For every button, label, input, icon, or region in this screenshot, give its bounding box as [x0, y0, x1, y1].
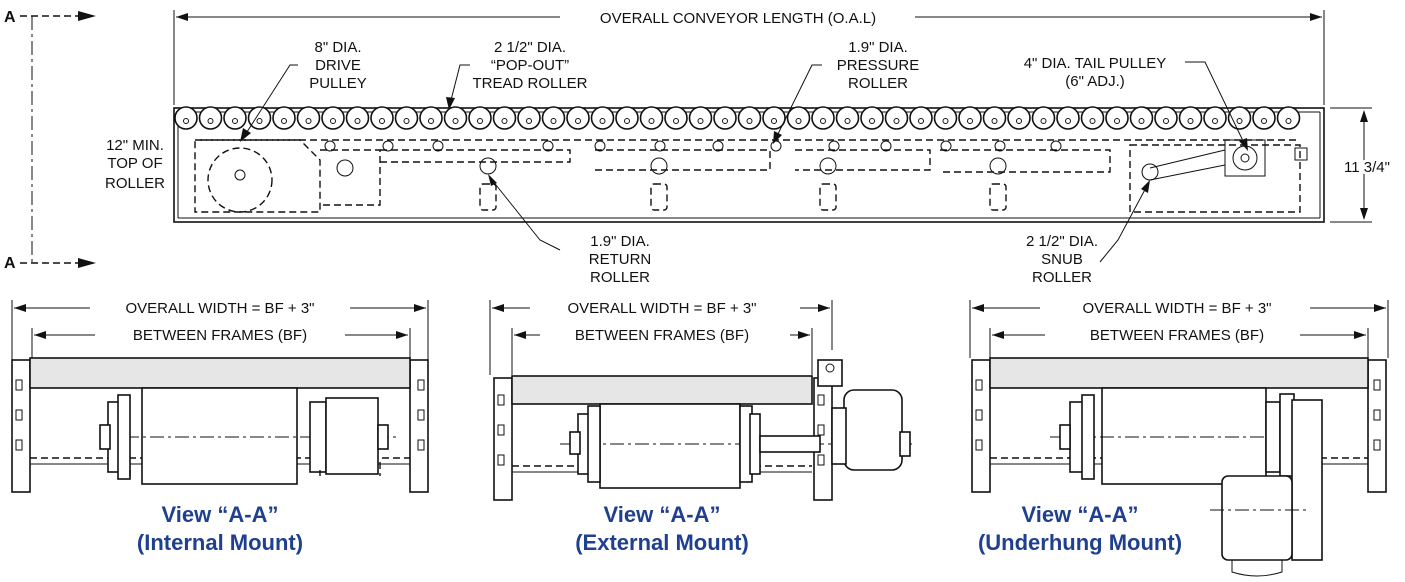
- pressure-roller: [542, 140, 554, 152]
- underhung-overall-width: OVERALL WIDTH = BF + 3": [1083, 300, 1272, 317]
- return-roller: [989, 157, 1007, 175]
- tail-pulley-line1: 4" DIA. TAIL PULLEY: [1024, 55, 1167, 72]
- pressure-roller: [712, 140, 724, 152]
- pressure-roller: [940, 140, 952, 152]
- pressure-roller: [1050, 140, 1062, 152]
- tread-roller-line1: 2 1/2" DIA.: [494, 39, 566, 56]
- return-roller-line3: ROLLER: [590, 269, 650, 286]
- section-view-external: OVERALL WIDTH = BF + 3" BETWEEN FRAMES (…: [489, 300, 912, 555]
- return-roller-line1: 1.9" DIA.: [590, 233, 650, 250]
- underhung-between-frames: BETWEEN FRAMES (BF): [1090, 327, 1264, 344]
- frame-height-label: 11 3/4": [1344, 159, 1390, 176]
- drive-pulley-line3: PULLEY: [309, 75, 367, 92]
- pressure-roller: [654, 140, 666, 152]
- pressure-roller-line1: 1.9" DIA.: [848, 39, 908, 56]
- snub-roller-line3: ROLLER: [1032, 269, 1092, 286]
- pressure-roller: [594, 140, 606, 152]
- section-marker-bottom-letter: A: [4, 255, 16, 272]
- side-view: OVERALL CONVEYOR LENGTH (O.A.L): [105, 10, 1393, 286]
- drive-pulley-line1: 8" DIA.: [314, 39, 361, 56]
- pressure-roller: [994, 140, 1006, 152]
- internal-caption-line2: (Internal Mount): [137, 530, 303, 555]
- external-between-frames: BETWEEN FRAMES (BF): [575, 327, 749, 344]
- external-caption-line2: (External Mount): [575, 530, 749, 555]
- min-height-line2: TOP OF: [107, 155, 162, 172]
- pressure-roller-line3: ROLLER: [848, 75, 908, 92]
- section-view-internal: OVERALL WIDTH = BF + 3" BETWEEN FRAMES (…: [11, 300, 429, 555]
- svg-text:11 3/4": 11 3/4": [1344, 159, 1390, 176]
- overall-length-label: OVERALL CONVEYOR LENGTH (O.A.L): [600, 10, 876, 27]
- internal-between-frames: BETWEEN FRAMES (BF): [133, 327, 307, 344]
- internal-overall-width: OVERALL WIDTH = BF + 3": [126, 300, 315, 317]
- pressure-roller: [828, 140, 840, 152]
- min-height-line3: ROLLER: [105, 175, 165, 192]
- underhung-caption-line2: (Underhung Mount): [978, 530, 1182, 555]
- pressure-roller: [382, 140, 394, 152]
- external-overall-width: OVERALL WIDTH = BF + 3": [568, 300, 757, 317]
- tail-pulley-line2: (6" ADJ.): [1065, 73, 1125, 90]
- snub-roller-line1: 2 1/2" DIA.: [1026, 233, 1098, 250]
- return-roller-line2: RETURN: [589, 251, 652, 268]
- snub-roller-line2: SNUB: [1041, 251, 1083, 268]
- pressure-roller: [880, 140, 892, 152]
- section-marker: A A: [4, 9, 96, 272]
- min-height-line1: 12" MIN.: [106, 137, 164, 154]
- section-marker-top-letter: A: [4, 9, 16, 26]
- drive-pulley-line2: DRIVE: [315, 57, 361, 74]
- section-view-underhung: OVERALL WIDTH = BF + 3" BETWEEN FRAMES (…: [969, 300, 1389, 577]
- pressure-roller-line2: PRESSURE: [837, 57, 920, 74]
- tread-roller-line3: TREAD ROLLER: [472, 75, 587, 92]
- return-roller: [650, 157, 668, 175]
- tread-roller-line2: “POP-OUT”: [491, 57, 569, 74]
- tread-rollers: [174, 106, 1301, 152]
- pressure-roller: [432, 140, 444, 152]
- return-rollers: [479, 157, 1007, 211]
- return-roller: [819, 157, 837, 175]
- external-caption-line1: View “A-A”: [604, 502, 721, 527]
- pressure-roller: [324, 140, 336, 152]
- underhung-caption-line1: View “A-A”: [1022, 502, 1139, 527]
- internal-caption-line1: View “A-A”: [162, 502, 279, 527]
